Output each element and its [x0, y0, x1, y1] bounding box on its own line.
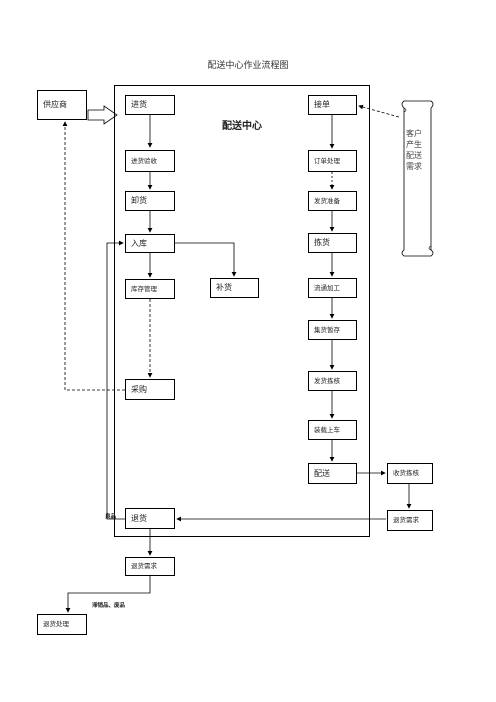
receive-node: 进货 [125, 95, 175, 115]
unsold-defective-label: 滞销品、废品 [92, 603, 126, 609]
order-process-node: 订单处理 [308, 150, 357, 172]
ship-check-node: 发货拣核 [308, 371, 357, 391]
inventory-node: 库存管理 [125, 279, 175, 299]
process-node: 流通加工 [308, 278, 357, 298]
order-node: 接单 [308, 95, 357, 115]
return-demand-right-node: 退货需求 [387, 510, 433, 531]
ship-prepare-node: 发货准备 [308, 191, 357, 211]
unload-node: 卸货 [125, 191, 175, 211]
deliver-node: 配送 [308, 463, 357, 484]
distribution-center-frame [114, 85, 370, 537]
diagram-title: 配送中心作业流程图 [207, 61, 289, 71]
purchase-node: 采购 [125, 379, 175, 400]
pick-node: 拣货 [308, 233, 357, 253]
distribution-center-label: 配送中心 [222, 121, 262, 132]
return-demand-bottom-node: 退货需求 [125, 557, 175, 576]
stage-node: 集货暂存 [308, 320, 357, 340]
supplier-node: 供应商 [37, 90, 87, 120]
replenish-node: 补货 [210, 278, 259, 298]
customer-need-label: 客户产生配送需求 [406, 129, 422, 171]
good-product-label: 良品 [105, 514, 117, 520]
return-node: 退货 [125, 508, 175, 529]
receipt-check-node: 收货拣核 [387, 463, 433, 484]
store-node: 入库 [125, 234, 175, 253]
return-handling-node: 退货处理 [37, 614, 87, 635]
load-node: 装载上车 [308, 420, 357, 440]
inspect-node: 进货验收 [125, 150, 175, 172]
